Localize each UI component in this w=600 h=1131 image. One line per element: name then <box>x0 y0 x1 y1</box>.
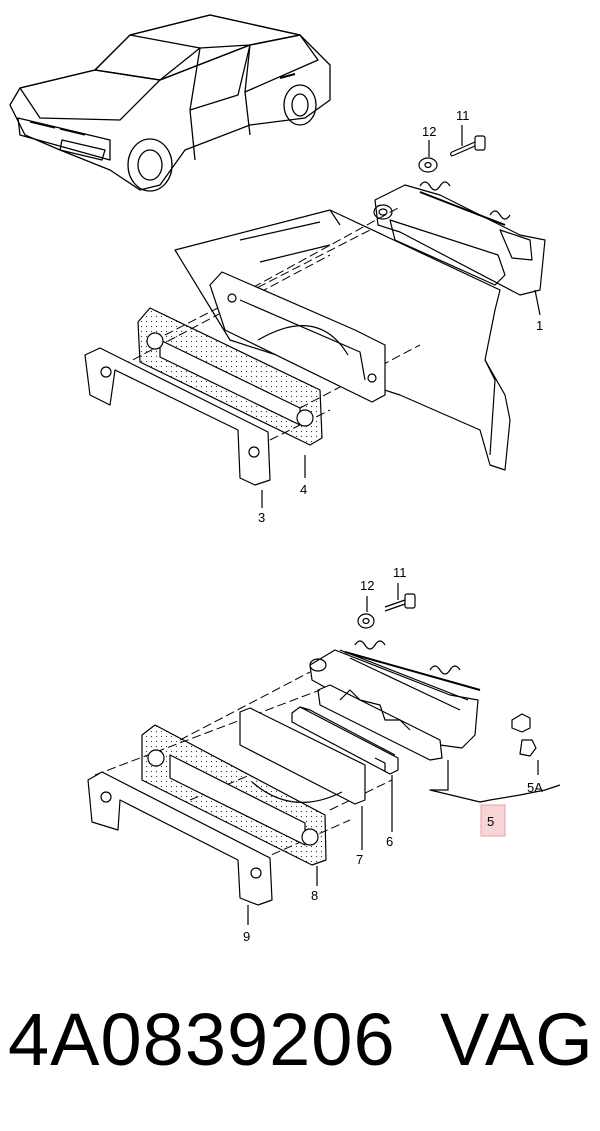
upper-handle-assembly <box>84 125 546 508</box>
callout-11-top: 11 <box>456 108 470 123</box>
lower-handle-assembly <box>87 583 561 925</box>
exploded-parts-diagram: 11 12 1 4 3 <box>9 14 561 944</box>
handle-cover-9 <box>87 771 273 906</box>
car-illustration <box>9 14 331 192</box>
lock-cylinder-5a <box>511 713 531 733</box>
part-number: 4A0839206 <box>8 998 396 1081</box>
callout-12-top: 12 <box>422 124 436 139</box>
callout-6: 6 <box>386 834 393 849</box>
callout-5-highlight <box>480 804 506 837</box>
washer-12-bottom <box>357 613 375 629</box>
trim-panel-7 <box>239 707 366 805</box>
callout-4: 4 <box>300 482 307 497</box>
callout-8: 8 <box>311 888 318 903</box>
washer-12-top <box>418 157 438 173</box>
callout-1: 1 <box>536 318 543 333</box>
callout-5: 5 <box>487 814 494 829</box>
callout-7: 7 <box>356 852 363 867</box>
callout-9: 9 <box>243 929 250 944</box>
callout-12-bottom: 12 <box>360 578 374 593</box>
door-seal-plate <box>209 271 386 403</box>
callout-5a: 5A <box>527 780 543 795</box>
screw-11-top <box>451 141 476 157</box>
lock-mechanism <box>309 649 479 749</box>
footer: 4A0839206 VAG <box>0 995 600 1105</box>
handle-cover-3 <box>84 347 271 486</box>
callout-3: 3 <box>258 510 265 525</box>
screw-11-bottom <box>384 599 406 612</box>
brand-name: VAG <box>440 998 594 1081</box>
callout-11-bottom: 11 <box>393 565 407 580</box>
